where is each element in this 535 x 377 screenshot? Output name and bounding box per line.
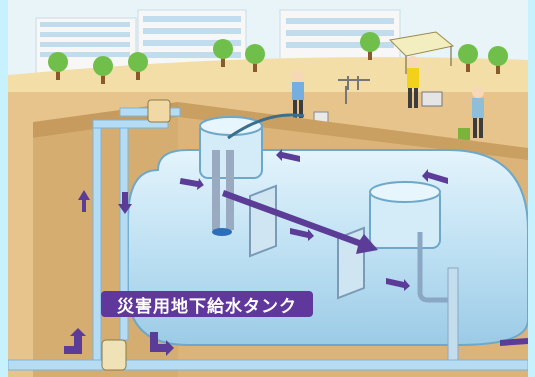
person-right xyxy=(458,86,484,140)
tank-illustration xyxy=(8,0,528,377)
main-flow-arrow xyxy=(222,190,378,254)
building-right xyxy=(279,9,401,66)
supply-pipes xyxy=(8,99,528,371)
tank-label: 災害用地下給水タンク xyxy=(101,291,313,317)
person-with-hose xyxy=(292,70,304,118)
diagram-frame: 災害用地下給水タンク xyxy=(8,0,528,377)
person-yellow xyxy=(407,56,443,108)
tent xyxy=(388,31,455,74)
water-tank xyxy=(127,116,528,369)
tree-row xyxy=(48,32,508,84)
